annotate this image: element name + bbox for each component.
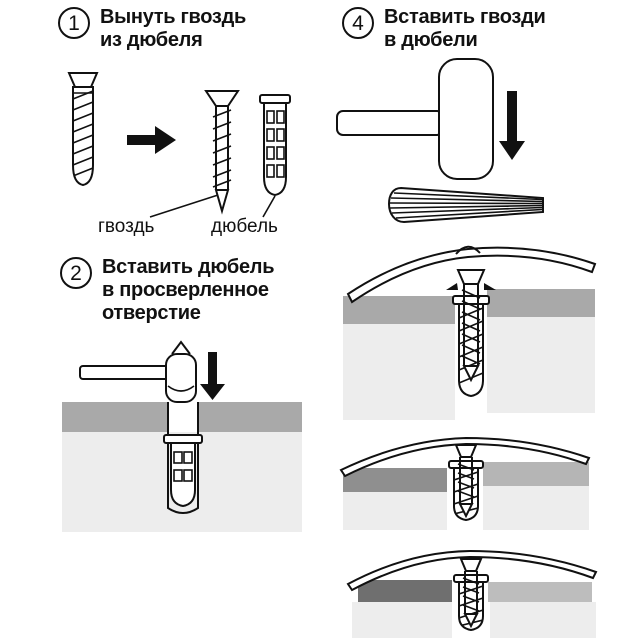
step2-title: Вставить дюбель в просверленное отверсти… [102,256,275,325]
dowel-in-hole-icon [163,434,203,508]
step2-title-line2: в просверленное [102,279,269,301]
nail-in-dowel-icon [67,72,99,187]
step4-number-badge: 4 [342,7,374,39]
strip-clip-right [484,283,496,290]
cross-section-small-illustration [346,549,598,638]
nail-and-dowel-illustration [67,72,291,218]
step2-number: 2 [70,261,82,285]
nail-label: гвоздь [98,216,155,237]
mallet-icon [336,58,494,180]
nail-icon [204,90,240,215]
step1-number: 1 [68,11,80,35]
down-arrow-icon [200,352,225,400]
down-arrow-icon [499,91,525,160]
step1-title-line1: Вынуть гвоздь [100,6,246,28]
threshold-strip-outline [387,186,544,224]
step4-title: Вставить гвозди в дюбели [384,6,546,52]
step4-title-line2: в дюбели [384,29,478,51]
hammer-icon [79,340,197,403]
step2-title-line1: Вставить дюбель [102,256,275,278]
threshold-strip-profile [346,549,598,592]
threshold-strip-illustration [387,186,544,224]
drilled-hole [167,402,199,514]
threshold-strip-profile [339,436,591,478]
dowel-label: дюбель [211,216,278,237]
step4-title-line1: Вставить гвозди [384,6,546,28]
hammer-dowel-into-floor-illustration [62,340,302,532]
screw-in-dowel-icon [448,444,484,522]
step1-title: Вынуть гвоздь из дюбеля [100,6,246,52]
cross-section-large-illustration [343,245,597,420]
dowel-label-leader-line [262,195,276,218]
right-arrow-icon [127,126,176,154]
nail-label-leader-line [149,194,219,218]
dowel-icon [259,94,291,197]
cross-section-medium-illustration [339,436,591,530]
floor-cross-section [343,462,589,530]
step2-title-line3: отверстие [102,302,201,324]
screw-in-dowel-icon [452,269,490,398]
threshold-strip-profile [346,245,597,304]
strip-clip-left [446,283,458,290]
step2-number-badge: 2 [60,257,92,289]
step1-title-line2: из дюбеля [100,29,203,51]
floor-cross-section [343,289,595,420]
mallet-illustration [336,58,525,180]
step4-number: 4 [352,11,364,35]
screw-in-dowel-icon [453,558,489,632]
step1-number-badge: 1 [58,7,90,39]
